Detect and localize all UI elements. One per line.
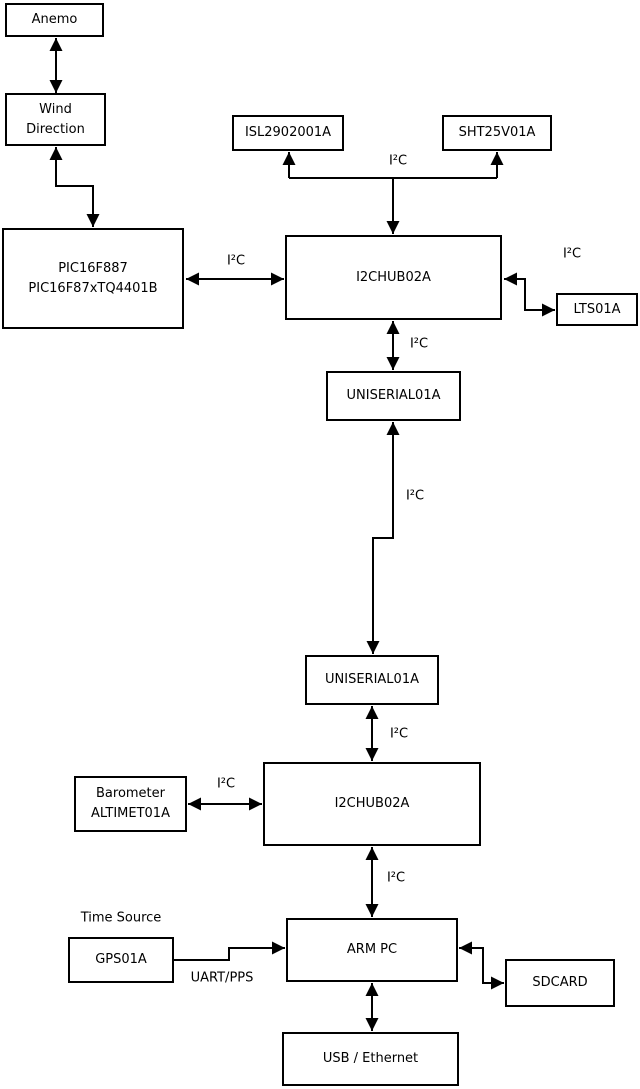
node-uniserial-1-label: UNISERIAL01A [346, 388, 441, 404]
node-usb-ethernet-label: USB / Ethernet [322, 1051, 419, 1067]
node-i2c-hub-2-label: I2CHUB02A [334, 796, 410, 812]
connector-hub1-lts [504, 272, 555, 317]
node-i2c-hub-1-label: I2CHUB02A [356, 269, 431, 285]
node-i2c-hub-2: I2CHUB02A [263, 762, 481, 846]
connector-armpc-sdcard [459, 941, 504, 990]
node-wind-direction-label-line2: Direction [26, 121, 85, 137]
node-anemo-label: Anemo [31, 12, 78, 28]
connector-gps-armpc [174, 941, 285, 961]
node-isl-sensor: ISL2902001A [232, 115, 344, 151]
node-barometer-label-line2: ALTIMET01A [91, 806, 170, 821]
node-lts-sensor: LTS01A [556, 293, 638, 326]
edge-label-i2c-sensors: I²C [388, 153, 408, 169]
node-wind-direction-label-line1: Wind [39, 101, 72, 117]
node-uniserial-1: UNISERIAL01A [326, 371, 461, 421]
node-i2c-hub-1: I2CHUB02A [285, 235, 502, 320]
node-barometer-label-line1: Barometer [96, 786, 165, 802]
edge-label-i2c-hub2-armpc: I²C [386, 870, 406, 886]
node-sdcard-label: SDCARD [532, 975, 588, 991]
node-wind-direction: Wind Direction [5, 93, 106, 146]
connector-wind-pic [49, 147, 100, 227]
edge-label-i2c-hub1-uniserial1: I²C [409, 336, 429, 352]
label-time-source: Time Source [80, 910, 162, 926]
node-sdcard: SDCARD [505, 959, 615, 1007]
node-sht-sensor: SHT25V01A [442, 115, 552, 151]
node-barometer: Barometer ALTIMET01A [74, 776, 187, 832]
node-isl-label: ISL2902001A [244, 125, 332, 141]
node-pic-microcontroller: PIC16F887 PIC16F87xTQ4401B [2, 228, 184, 329]
node-arm-pc-label: ARM PC [346, 942, 398, 958]
node-pic-label-line2: PIC16F87xTQ4401B [28, 280, 158, 296]
node-uniserial-2: UNISERIAL01A [305, 655, 439, 705]
node-pic-label-line1: PIC16F887 [58, 260, 128, 276]
node-arm-pc: ARM PC [286, 918, 458, 982]
edge-label-i2c-uniserial-link: I²C [405, 488, 425, 504]
edge-label-uart-pps: UART/PPS [190, 970, 254, 986]
node-usb-ethernet: USB / Ethernet [282, 1032, 459, 1086]
node-anemo: Anemo [5, 3, 104, 37]
node-gps: GPS01A [68, 937, 174, 983]
edge-label-i2c-barometer-hub2: I²C [216, 776, 236, 792]
edge-label-i2c-hub1-lts: I²C [562, 246, 582, 262]
node-gps-label: GPS01A [95, 952, 147, 968]
node-lts-label: LTS01A [573, 301, 621, 317]
connector-uniserial1-uniserial2 [366, 422, 400, 654]
node-uniserial-2-label: UNISERIAL01A [325, 672, 419, 688]
node-sht-label: SHT25V01A [458, 125, 536, 141]
edge-label-i2c-uniserial2-hub2: I²C [389, 726, 409, 742]
edge-label-i2c-pic-hub1: I²C [226, 253, 246, 269]
